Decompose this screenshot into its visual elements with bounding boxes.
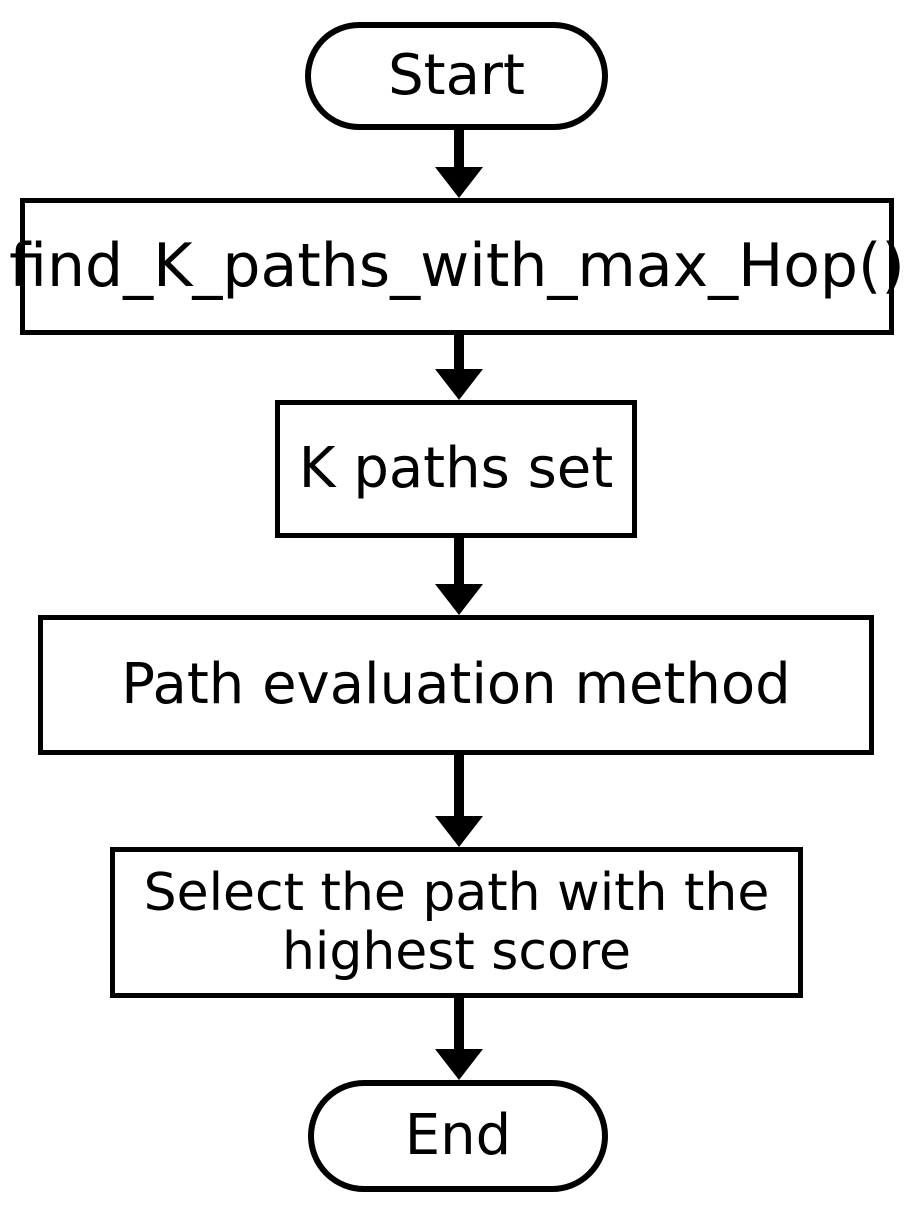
- arrow-stem: [454, 998, 464, 1049]
- arrow-select-path-to-end: [435, 998, 483, 1080]
- flow-node-select-path-highest-score: Select the path with the highest score: [110, 847, 803, 998]
- arrow-head-down-icon: [435, 369, 483, 400]
- flow-node-find-k-paths-with-max-hop: find_K_paths_with_max_Hop(): [9, 198, 905, 335]
- flow-node-end: End: [308, 1080, 608, 1192]
- arrow-stem: [454, 538, 464, 584]
- arrow-head-down-icon: [435, 1049, 483, 1080]
- flow-node-path-evaluation-method: Path evaluation method: [38, 615, 874, 755]
- arrow-stem: [454, 755, 464, 816]
- arrow-head-down-icon: [435, 167, 483, 198]
- arrow-head-down-icon: [435, 584, 483, 615]
- flow-node-k-paths-set: K paths set: [275, 400, 637, 538]
- arrow-k-paths-set-to-path-evaluation: [435, 538, 483, 615]
- arrow-find-k-paths-to-k-paths-set: [435, 335, 483, 400]
- arrow-stem: [454, 335, 464, 369]
- arrow-head-down-icon: [435, 816, 483, 847]
- flow-node-start: Start: [305, 22, 608, 130]
- arrow-start-to-find-k-paths: [435, 130, 483, 198]
- arrow-path-evaluation-to-select-path: [435, 755, 483, 847]
- arrow-stem: [454, 130, 464, 167]
